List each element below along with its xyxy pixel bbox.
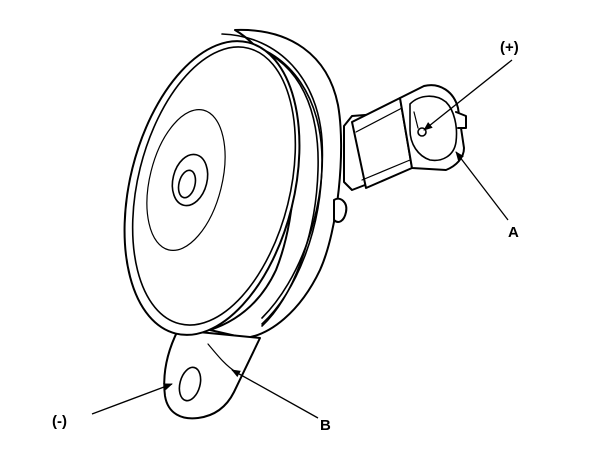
label-negative: (-) [52,413,67,430]
leader-positive [423,59,513,131]
leader-a [455,151,509,221]
leader-negative [91,383,173,415]
connector [343,84,467,191]
mounting-hole [178,366,202,402]
leader-b [231,369,319,419]
horn-body [123,28,343,420]
label-b: B [320,417,331,434]
label-positive: (+) [500,39,519,56]
terminal-icon [417,127,427,137]
mounting-bracket [163,329,261,420]
label-a: A [508,224,519,241]
